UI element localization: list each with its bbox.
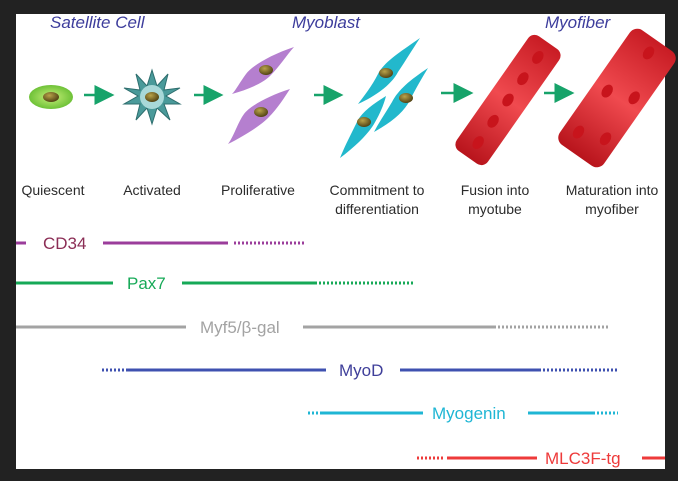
proliferative-cells-icon — [228, 47, 294, 144]
phase-title-satellite-cell: Satellite Cell — [50, 13, 146, 32]
myotube-icon — [455, 34, 561, 166]
phase-title-myofiber: Myofiber — [545, 13, 612, 32]
marker-label-mlc3f: MLC3F-tg — [545, 449, 621, 468]
marker-label-myogenin: Myogenin — [432, 404, 506, 423]
stage-label-activated: Activated — [123, 182, 181, 198]
phase-title-myoblast: Myoblast — [292, 13, 361, 32]
stage-label-proliferative: Proliferative — [221, 182, 295, 198]
quiescent-cell-icon — [29, 85, 73, 109]
stage-label-quiescent: Quiescent — [21, 182, 84, 198]
stage-label-commitment-line2: differentiation — [335, 201, 419, 217]
stage-label-maturation: Maturation into — [566, 182, 659, 198]
marker-label-pax7: Pax7 — [127, 274, 166, 293]
activated-cell-icon — [122, 68, 182, 126]
marker-label-myod: MyoD — [339, 361, 383, 380]
stage-arrows — [84, 83, 575, 105]
committed-myoblasts-icon — [340, 38, 428, 158]
stage-label-fusion: Fusion into — [461, 182, 530, 198]
stage-label-fusion-line2: myotube — [468, 201, 522, 217]
marker-label-cd34: CD34 — [43, 234, 86, 253]
marker-label-myf5: Myf5/β-gal — [200, 318, 280, 337]
stage-label-commitment: Commitment to — [330, 182, 425, 198]
stage-label-maturation-line2: myofiber — [585, 201, 639, 217]
myofiber-icon — [558, 28, 676, 168]
